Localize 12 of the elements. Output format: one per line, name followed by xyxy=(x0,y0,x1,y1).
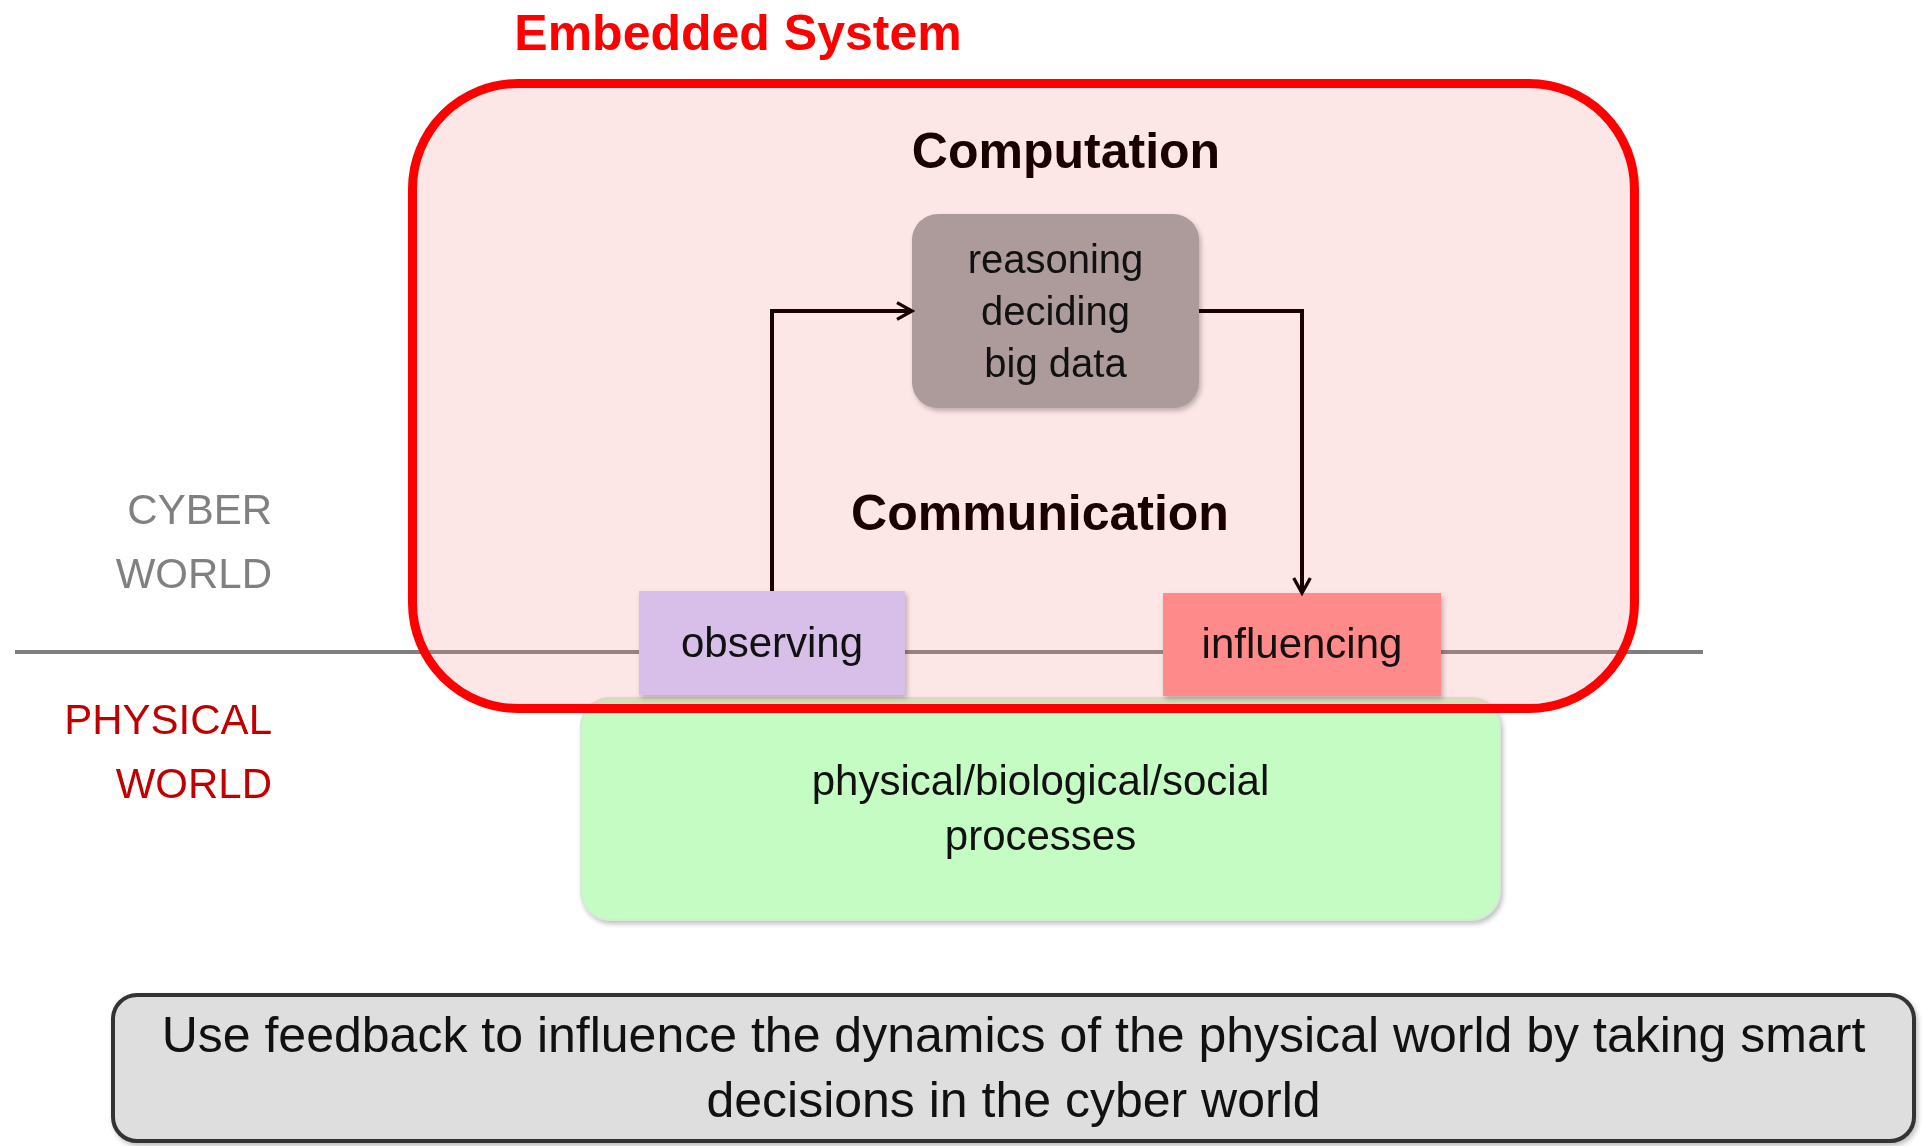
section-heading: Computation xyxy=(910,122,1222,181)
section-heading: Communication xyxy=(850,484,1230,543)
world-label: PHYSICAL WORLD xyxy=(63,695,272,809)
region-title: Embedded System xyxy=(513,4,963,63)
process-box: influencing xyxy=(1163,593,1441,696)
process-box: reasoning deciding big data xyxy=(912,214,1199,408)
arrow xyxy=(770,301,914,591)
arrow xyxy=(1199,309,1312,595)
process-box: observing xyxy=(639,591,905,695)
message-box: Use feedback to influence the dynamics of the physical world by taking smart decisions in the cyber world xyxy=(111,993,1916,1143)
world-label: CYBER WORLD xyxy=(114,485,272,599)
process-box: physical/biological/social processes xyxy=(580,697,1501,921)
